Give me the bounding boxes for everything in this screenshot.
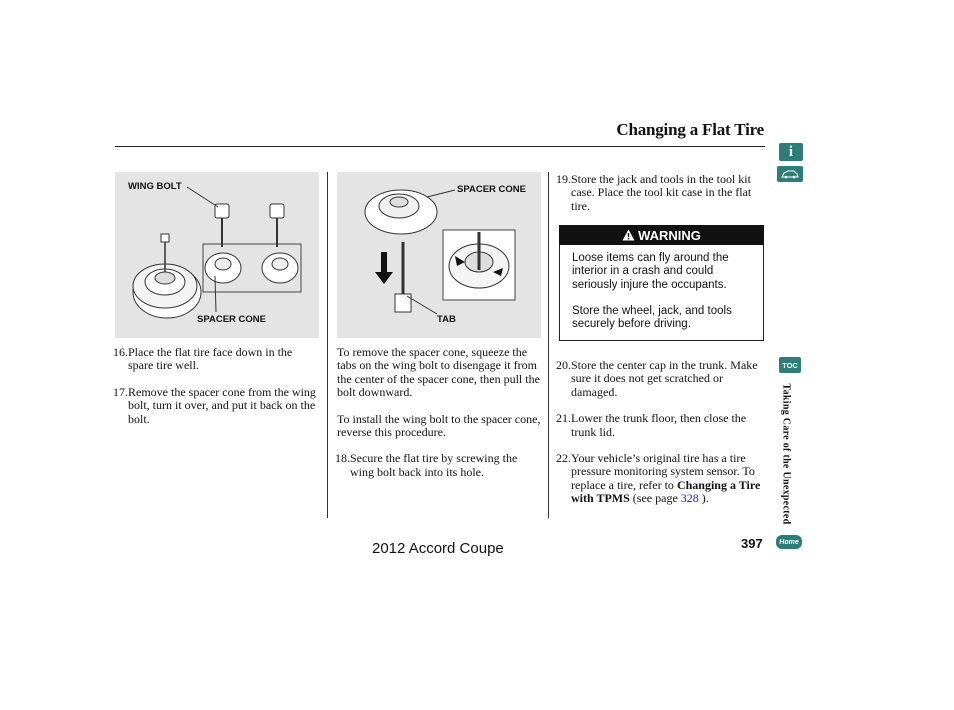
warning-label: WARNING xyxy=(638,227,701,243)
wing-bolt-label: WING BOLT xyxy=(128,181,182,192)
step-22: 22. Your vehicle’s original tire has a t… xyxy=(556,451,762,506)
step-number: 19. xyxy=(556,172,571,186)
step-number: 22. xyxy=(556,451,571,466)
step-number: 21. xyxy=(556,411,571,426)
figure-spacer-cone: SPACER CONE TAB xyxy=(337,172,541,338)
step-number: 20. xyxy=(556,358,571,372)
step-text: Store the center cap in the trunk. Make … xyxy=(571,358,758,399)
step-20: 20. Store the center cap in the trunk. M… xyxy=(556,358,762,399)
step-19: 19. Store the jack and tools in the tool… xyxy=(556,172,762,213)
column-3-steps: 20. Store the center cap in the trunk. M… xyxy=(556,358,762,506)
home-button[interactable]: Home xyxy=(776,535,802,549)
car-index-icon xyxy=(781,170,799,179)
warning-text: Loose items can fly around the interior … xyxy=(572,252,729,291)
warning-header: WARNING xyxy=(559,225,764,245)
home-label: Home xyxy=(779,538,799,546)
tab-label: TAB xyxy=(437,314,456,325)
spacer-cone-illustration xyxy=(364,189,516,315)
step-number: 17. xyxy=(113,384,128,399)
step-text: Secure the flat tire by screwing the win… xyxy=(350,451,518,479)
index-button[interactable] xyxy=(777,166,803,182)
section-tab: Taking Care of the Unexpected xyxy=(778,376,794,532)
toc-button[interactable]: TOC xyxy=(779,357,801,373)
step-21: 21. Lower the trunk floor, then close th… xyxy=(556,412,762,439)
figure-wing-bolt: WING BOLT SPACER CONE xyxy=(115,172,319,338)
wing-bolt-illustration xyxy=(132,186,302,319)
model-name: 2012 Accord Coupe xyxy=(372,540,504,557)
column-1: 16. Place the flat tire face down in the… xyxy=(113,345,317,426)
step-text: Store the jack and tools in the tool kit… xyxy=(571,172,752,213)
page-title: Changing a Flat Tire xyxy=(616,120,764,139)
column-divider xyxy=(548,172,549,518)
step-18: 18. Secure the flat tire by screwing the… xyxy=(335,452,543,479)
toc-label: TOC xyxy=(782,360,798,370)
spacer-cone-install-paragraph: To install the wing bolt to the spacer c… xyxy=(337,411,541,440)
warning-triangle-icon xyxy=(622,229,635,241)
spacer-cone-label: SPACER CONE xyxy=(457,184,526,195)
spacer-cone-label: SPACER CONE xyxy=(197,314,266,325)
section-label: Taking Care of the Unexpected xyxy=(780,383,792,525)
step-text: Place the flat tire face down in the spa… xyxy=(128,345,293,373)
step-17: 17. Remove the spacer cone from the wing… xyxy=(113,384,317,426)
warning-box: Loose items can fly around the interior … xyxy=(559,245,764,341)
step-16: 16. Place the flat tire face down in the… xyxy=(113,345,317,373)
step-number: 18. xyxy=(335,451,350,466)
step-text: Remove the spacer cone from the wing bol… xyxy=(128,384,316,426)
column-divider xyxy=(327,172,328,518)
tpms-section-title: Changing a Tire with TPMS xyxy=(571,477,761,506)
page-link-328[interactable]: 328 xyxy=(680,491,699,506)
step-text: Your vehicle’s original tire has a tire … xyxy=(571,451,761,506)
info-button[interactable]: i xyxy=(779,143,803,161)
spacer-cone-remove-paragraph: To remove the spacer cone, squeeze the t… xyxy=(337,345,540,400)
step-number: 16. xyxy=(113,345,128,359)
column-2: To remove the spacer cone, squeeze the t… xyxy=(335,345,543,479)
page-number: 397 xyxy=(741,536,763,551)
step-text: Lower the trunk floor, then close the tr… xyxy=(571,411,747,439)
warning-text: Store the wheel, jack, and tools securel… xyxy=(572,304,732,331)
info-icon: i xyxy=(788,143,794,160)
title-rule xyxy=(115,146,765,147)
